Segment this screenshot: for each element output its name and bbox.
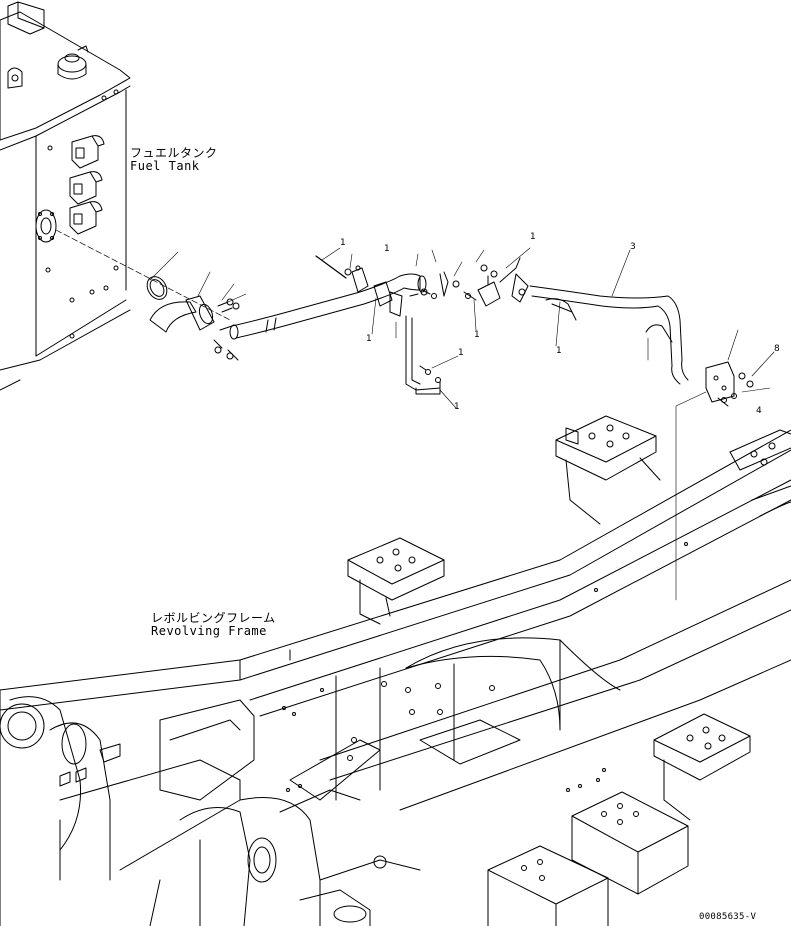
- callout-number: 1: [556, 346, 562, 356]
- return-pipe: [529, 285, 689, 385]
- revolving-frame-label-jp: レボルビングフレーム: [151, 611, 276, 625]
- o-ring: [146, 276, 168, 300]
- callout-number: 1: [384, 244, 390, 254]
- revolving-frame-label-en: Revolving Frame: [151, 624, 267, 638]
- elbow-hose: [149, 295, 215, 333]
- fuel-tank: [0, 1, 231, 391]
- support-bracket: [405, 315, 441, 395]
- callout-number: 1: [474, 330, 480, 340]
- revolving-frame-label: レボルビングフレーム Revolving Frame: [151, 612, 276, 638]
- mount-pad: [571, 791, 689, 895]
- sender-unit: [69, 171, 103, 205]
- fuel-pipe: [229, 273, 427, 340]
- callout-number: 4: [756, 406, 762, 416]
- revolving-frame: [0, 415, 791, 926]
- sender-unit: [69, 201, 103, 235]
- mount-pad: [487, 845, 609, 926]
- callout-number: 1: [454, 402, 460, 412]
- pipe-clamp: [315, 255, 437, 317]
- callout-number: 8: [774, 344, 780, 354]
- mount-pad: [653, 713, 751, 821]
- pipe-joint: [439, 257, 529, 307]
- fuel-tank-label: フュエルタンク Fuel Tank: [130, 147, 218, 173]
- end-bracket: [705, 361, 754, 407]
- drawing-number: 00085635-V: [699, 912, 757, 922]
- mount-pad: [555, 415, 661, 525]
- fuel-tank-label-en: Fuel Tank: [130, 159, 200, 173]
- bolt-set: [213, 298, 240, 361]
- mount-pad: [347, 537, 445, 625]
- outlet-flange: [35, 209, 57, 243]
- fuel-tank-label-jp: フュエルタンク: [130, 146, 218, 160]
- sender-unit: [71, 135, 105, 169]
- boom-foot: [0, 689, 421, 926]
- callout-number: 1: [340, 238, 346, 248]
- callout-number: 1: [458, 348, 464, 358]
- callout-number: 3: [630, 242, 636, 252]
- callout-number: 1: [366, 334, 372, 344]
- callout-number: 1: [530, 232, 536, 242]
